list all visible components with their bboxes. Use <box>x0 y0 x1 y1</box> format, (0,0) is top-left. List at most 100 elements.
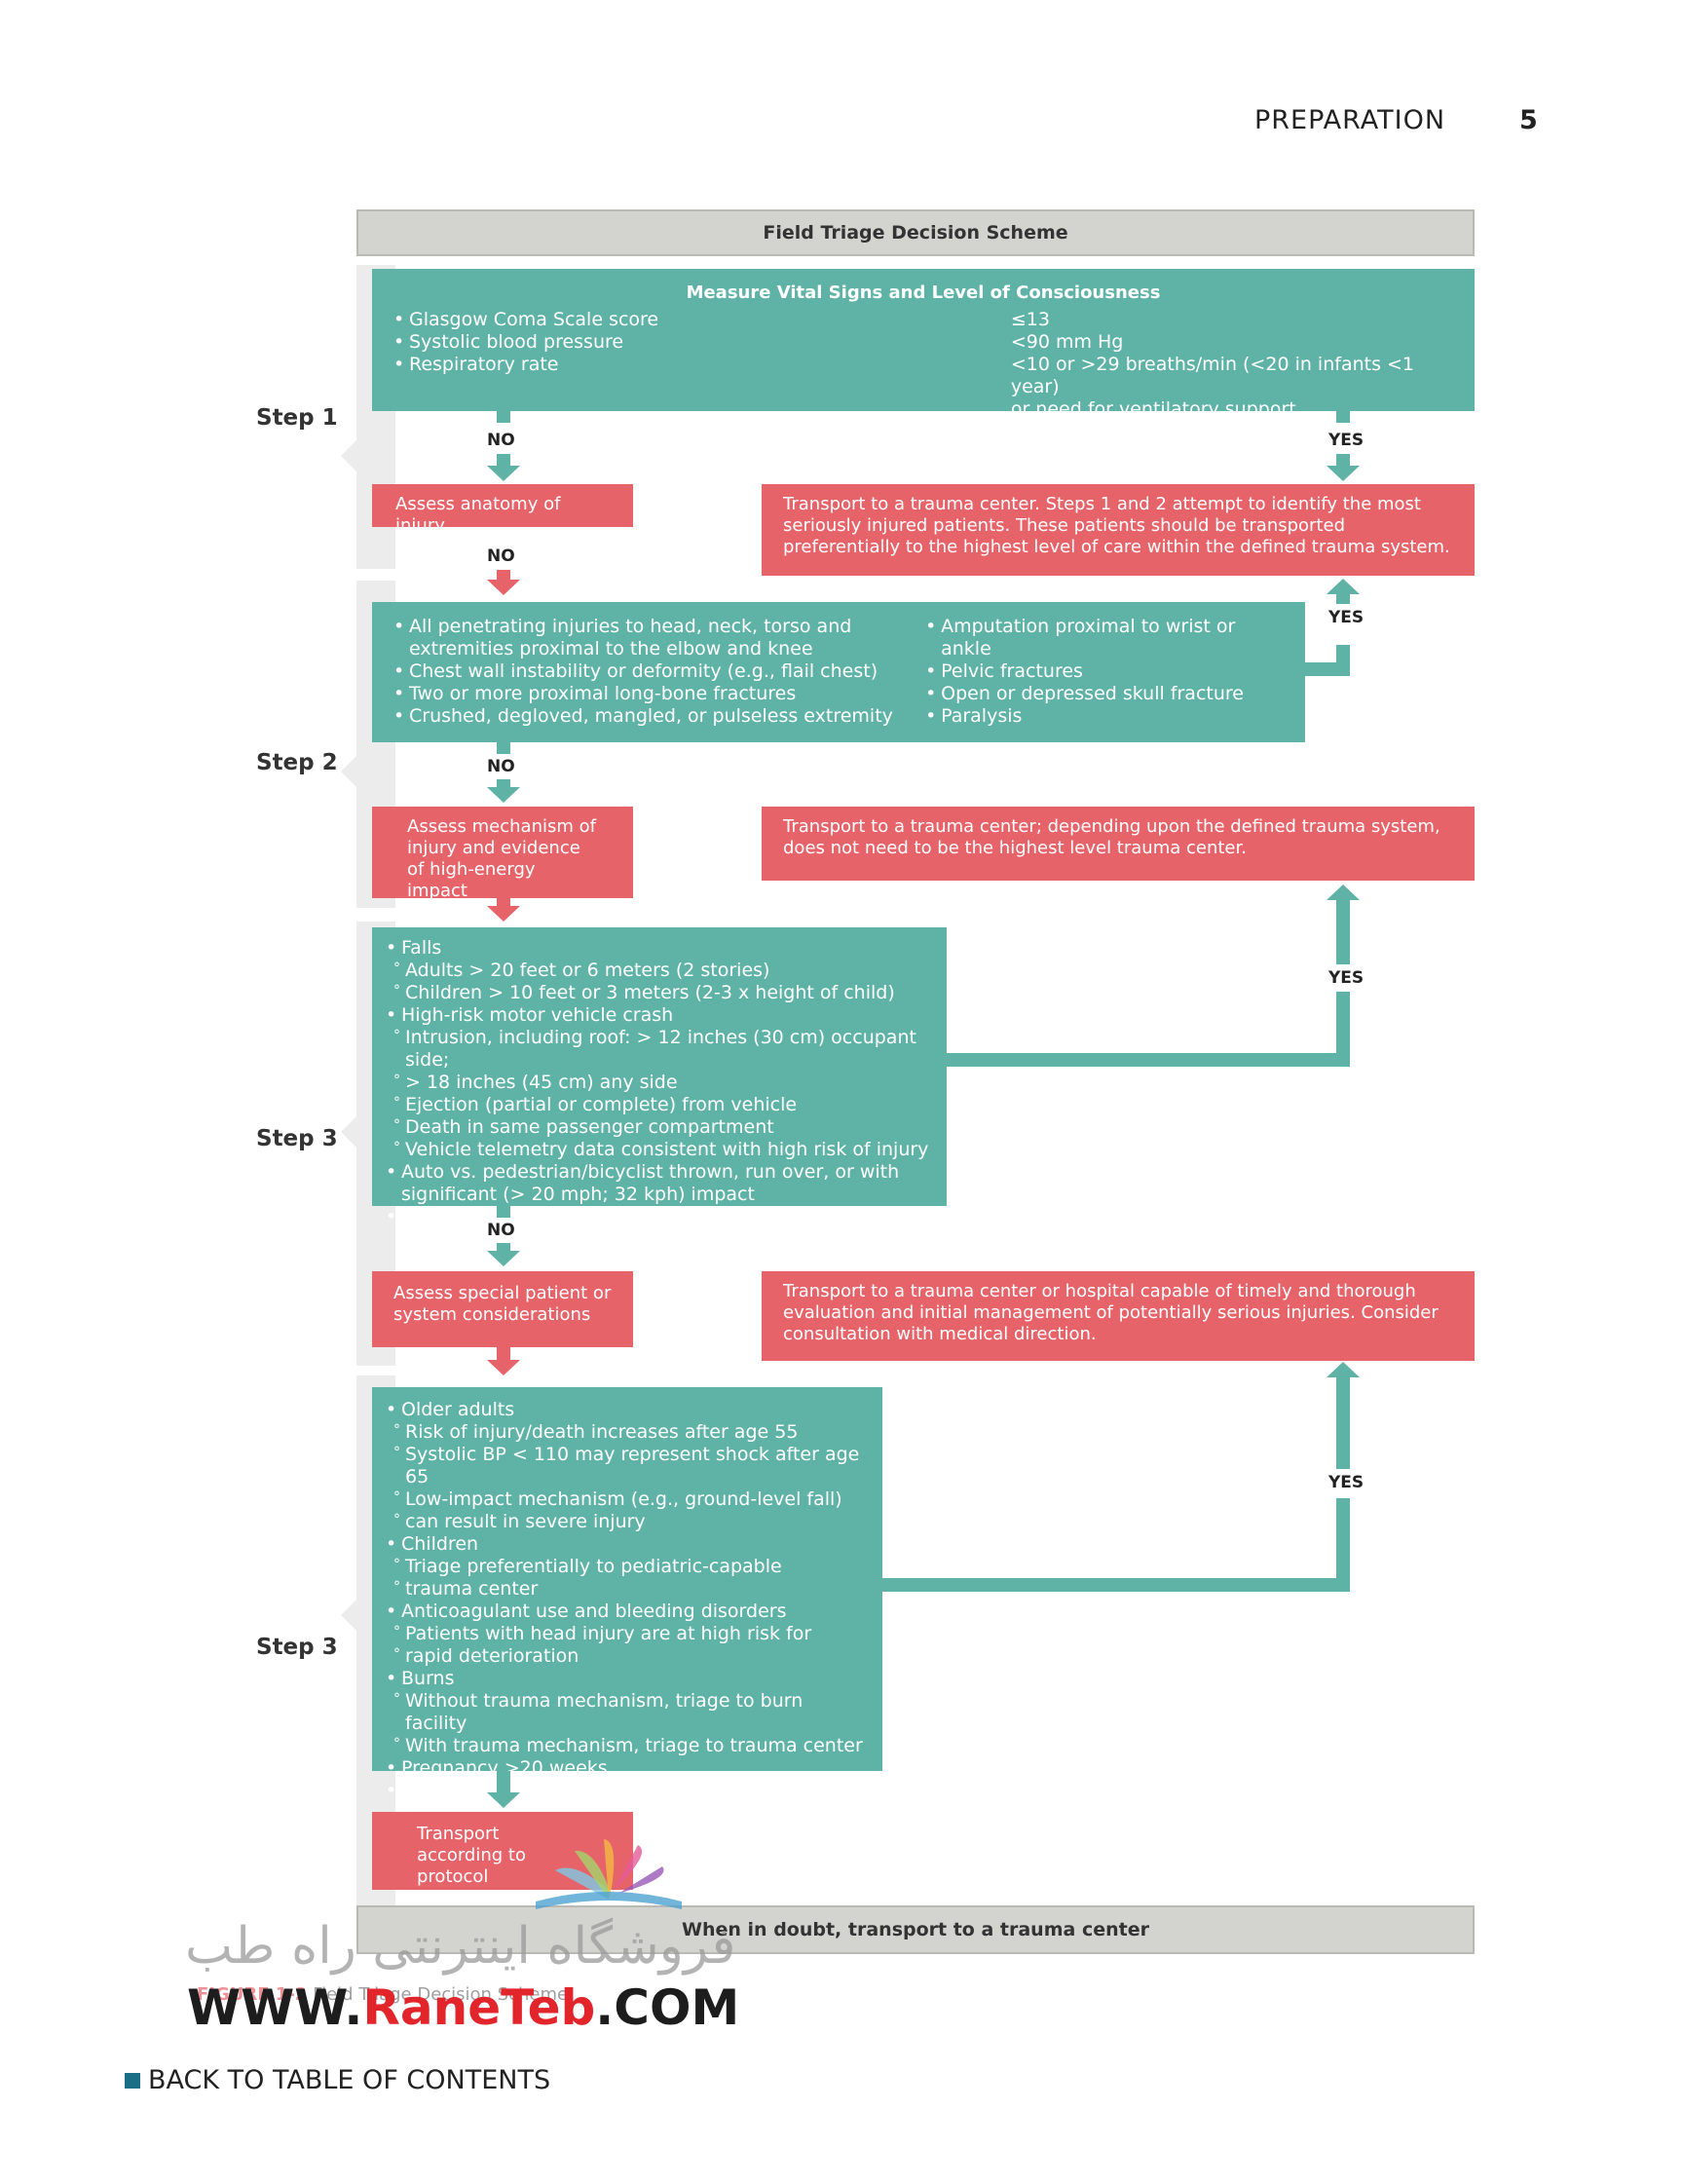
anatomy-item: Chest wall instability or deformity (e.g… <box>393 660 925 683</box>
mechanism-item: Auto vs. pedestrian/bicyclist thrown, ru… <box>386 1161 933 1184</box>
criterion: ≤13 <box>1010 309 1050 330</box>
mechanism-list: FallsAdults > 20 feet or 6 meters (2 sto… <box>386 937 933 1228</box>
special-list: Older adultsRisk of injury/death increas… <box>386 1399 869 1802</box>
connector <box>497 742 510 754</box>
yes-label: YES <box>1328 1473 1364 1492</box>
assess-anatomy-box: Assess anatomy of injury <box>372 484 633 536</box>
mechanism-item: Adults > 20 feet or 6 meters (2 stories) <box>386 958 933 982</box>
anatomy-item: Amputation proximal to wrist or ankle <box>925 616 1284 660</box>
anatomy-list-left: All penetrating injuries to head, neck, … <box>393 616 925 729</box>
back-to-toc-link[interactable]: BACK TO TABLE OF CONTENTS <box>125 2065 550 2095</box>
special-item: Risk of injury/death increases after age… <box>386 1419 869 1444</box>
connector <box>497 570 510 580</box>
mechanism-item: Falls <box>386 937 933 960</box>
criterion: or need for ventilatory support <box>1010 398 1296 420</box>
arrow-down <box>487 1360 520 1375</box>
watermark-logo-icon <box>536 1839 682 1909</box>
mechanism-item: Death in same passenger compartment <box>386 1114 933 1139</box>
mechanism-item: Children > 10 feet or 3 meters (2-3 x he… <box>386 980 933 1004</box>
vital-signs-box: Measure Vital Signs and Level of Conscio… <box>372 269 1475 420</box>
mechanism-item: significant (> 20 mph; 32 kph) impact <box>401 1184 755 1205</box>
connector <box>1336 1498 1350 1592</box>
connector <box>1336 900 1350 964</box>
transport-capable-hospital-box: Transport to a trauma center or hospital… <box>762 1271 1475 1361</box>
anatomy-item: Crushed, degloved, mangled, or pulseless… <box>393 705 925 728</box>
vital-item: Glasgow Coma Scale score <box>393 309 1011 331</box>
criterion: <10 or >29 breaths/min (<20 in infants <… <box>1010 354 1415 397</box>
no-label: NO <box>487 1221 515 1240</box>
no-label: NO <box>487 546 515 566</box>
special-item: trauma center <box>386 1576 869 1600</box>
anatomy-criteria-box: All penetrating injuries to head, neck, … <box>372 602 1305 742</box>
scheme-title: Field Triage Decision Scheme <box>356 209 1475 256</box>
special-item: can result in severe injury <box>386 1509 869 1533</box>
mechanism-item: Ejection (partial or complete) from vehi… <box>386 1092 933 1116</box>
special-item: Patients with head injury are at high ri… <box>386 1621 869 1645</box>
vital-signs-title: Measure Vital Signs and Level of Conscio… <box>686 282 1161 303</box>
anatomy-item: Two or more proximal long-bone fractures <box>393 683 925 705</box>
criterion: <90 mm Hg <box>1010 331 1124 353</box>
assess-mechanism-box: Assess mechanism of injury and evidence … <box>372 807 633 901</box>
no-label: NO <box>487 431 515 450</box>
mechanism-item: Intrusion, including roof: > 12 inches (… <box>386 1025 933 1072</box>
special-item: Without trauma mechanism, triage to burn… <box>386 1688 869 1735</box>
step-3a-label: Step 3 <box>256 1126 338 1151</box>
special-item: Older adults <box>386 1399 869 1421</box>
transport-trauma-center-box: Transport to a trauma center; depending … <box>762 807 1475 881</box>
mechanism-criteria-box: FallsAdults > 20 feet or 6 meters (2 sto… <box>372 927 947 1228</box>
anatomy-item: Paralysis <box>925 705 1284 728</box>
back-to-toc-label: BACK TO TABLE OF CONTENTS <box>148 2065 551 2095</box>
arrow-down <box>487 466 520 481</box>
mechanism-item: > 18 inches (45 cm) any side <box>386 1070 933 1094</box>
arrow-down <box>487 1792 520 1808</box>
arrow-down <box>487 787 520 803</box>
vital-criteria: ≤13 <90 mm Hg <10 or >29 breaths/min (<2… <box>1011 309 1453 421</box>
arrow-down <box>1327 466 1360 481</box>
watermark-url-suffix: .COM <box>595 1979 740 2036</box>
connector <box>497 1243 510 1251</box>
connector <box>497 454 510 466</box>
arrow-down <box>487 906 520 922</box>
special-item: Triage preferentially to pediatric-capab… <box>386 1554 869 1578</box>
connector <box>497 1206 510 1218</box>
assess-special-box: Assess special patient or system conside… <box>372 1271 633 1347</box>
special-considerations-box: Older adultsRisk of injury/death increas… <box>372 1387 882 1802</box>
special-item: Systolic BP < 110 may represent shock af… <box>386 1442 869 1488</box>
anatomy-item: Open or depressed skull fracture <box>925 683 1284 705</box>
vital-item: Respiratory rate <box>393 354 1011 376</box>
figure-caption: FIGURE 1-2 Field Triage Decision Scheme <box>197 1984 568 2005</box>
step-2-label: Step 2 <box>256 750 338 775</box>
mechanism-item: Motorcycle crash >20 mph <box>386 1206 933 1228</box>
connector <box>497 898 510 906</box>
connector <box>1336 411 1350 423</box>
arrow-up <box>1327 885 1360 900</box>
connector <box>1336 454 1350 466</box>
special-item: Anticoagulant use and bleeding disorders <box>386 1600 869 1623</box>
arrow-down <box>487 1251 520 1266</box>
anatomy-item: All penetrating injuries to head, neck, … <box>393 616 925 638</box>
page-number: 5 <box>1519 105 1538 135</box>
yes-label: YES <box>1328 968 1364 988</box>
transport-highest-level-box: Transport to a trauma center. Steps 1 an… <box>762 484 1475 576</box>
connector <box>882 1578 1350 1592</box>
arrow-up <box>1327 579 1360 594</box>
special-item: Pregnancy >20 weeks <box>386 1757 869 1780</box>
vital-item: Systolic blood pressure <box>393 331 1011 354</box>
connector <box>1336 645 1350 676</box>
watermark-url-prefix: WWW. <box>187 1979 363 2036</box>
watermark-url: WWW.RaneTeb.COM <box>187 1979 739 2036</box>
figure-caption-text: Field Triage Decision Scheme <box>313 1984 569 2005</box>
square-bullet-icon <box>125 2072 140 2089</box>
connector <box>497 1347 510 1361</box>
figure-label: FIGURE 1-2 <box>197 1984 308 2005</box>
arrow-up <box>1327 1362 1360 1377</box>
step-3b-label: Step 3 <box>256 1635 338 1660</box>
connector <box>497 1771 510 1792</box>
special-item: EMS provider judgment <box>386 1780 869 1802</box>
connector <box>497 411 510 423</box>
connector <box>947 1053 1350 1067</box>
no-label: NO <box>487 757 515 776</box>
special-item: Low-impact mechanism (e.g., ground-level… <box>386 1487 869 1511</box>
connector <box>1336 1377 1350 1469</box>
connector <box>497 779 510 787</box>
